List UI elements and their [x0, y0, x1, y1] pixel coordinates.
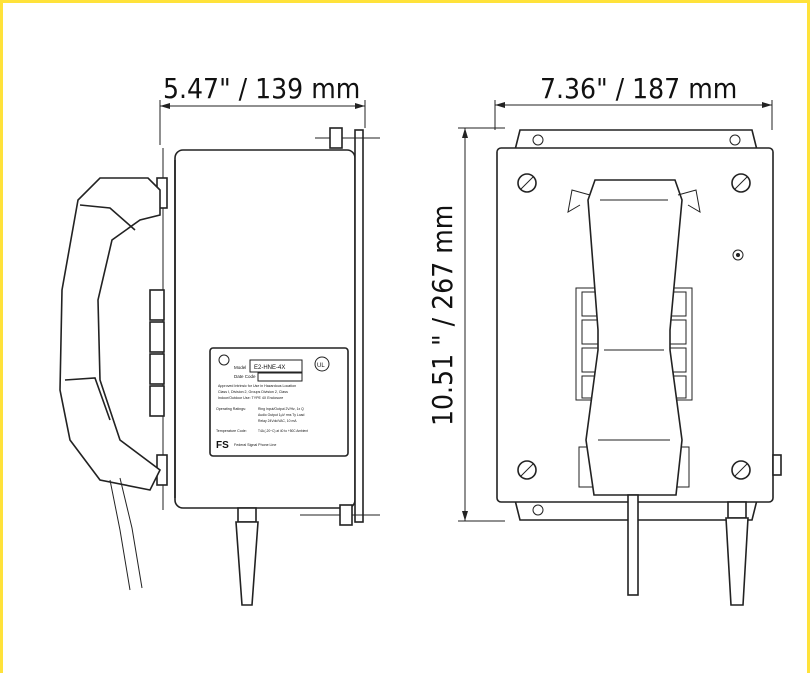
height-dimension: 10.51 " / 267 mm — [426, 127, 505, 522]
width-label: 7.36" / 187 mm — [540, 72, 737, 105]
depth-label: 5.47" / 139 mm — [163, 72, 360, 105]
ratings-line-3: Relay 24Vdc/VAC, 10 mA — [258, 419, 297, 423]
cert-mark: UL — [317, 363, 325, 369]
front-view: 7.36" / 187 mm 10.51 " / 267 mm — [426, 72, 782, 606]
hazardous-line-1: Approved Intrinsic for Use in Hazardous … — [218, 384, 296, 388]
hazardous-line-2: Class I, Division 2, Groups Division 2, … — [218, 390, 288, 394]
ratings-line-1: Ring Input/Output 2V/Hz, 1x Q — [258, 407, 304, 411]
handset-cord — [627, 494, 639, 596]
cable-gland — [235, 507, 259, 606]
mounting-plate — [354, 129, 364, 523]
temp-label: Temperature Code: — [216, 429, 247, 433]
handset-front — [567, 179, 701, 496]
top-tab — [513, 129, 759, 151]
cable-gland-front — [725, 501, 749, 606]
width-dimension: 7.36" / 187 mm — [494, 72, 773, 130]
corner-screws — [517, 173, 751, 480]
screw-bottom — [339, 504, 353, 526]
screw-top — [329, 127, 343, 149]
indicator-led — [732, 249, 744, 261]
keypad-side — [149, 289, 165, 417]
label-footer: Federal Signal Phone Line — [234, 443, 276, 447]
date-code: Date Code — [234, 374, 256, 379]
model-label: Model — [234, 365, 246, 370]
hazardous-line-3: Indoor/Outdoor Use: TYPE 4X Enclosure — [218, 396, 283, 400]
ratings-label: Operating Ratings: — [216, 407, 246, 411]
side-knob — [772, 454, 782, 476]
temp-value: T4A (-20~C) at 40 to +50C Ambient — [258, 429, 308, 433]
ratings-line-2: Audio Output 1µV rms Ty Load — [258, 413, 304, 417]
side-view: 5.47" / 139 mm — [59, 72, 380, 606]
logo: FS — [216, 440, 229, 451]
model-value: E2-HNE-4X — [254, 365, 285, 371]
depth-dimension: 5.47" / 139 mm — [159, 72, 366, 145]
height-label: 10.51 " / 267 mm — [426, 205, 459, 426]
handset-side — [59, 177, 162, 591]
label-plate: Model E2-HNE-4X Date Code UL Approved In… — [209, 347, 349, 457]
